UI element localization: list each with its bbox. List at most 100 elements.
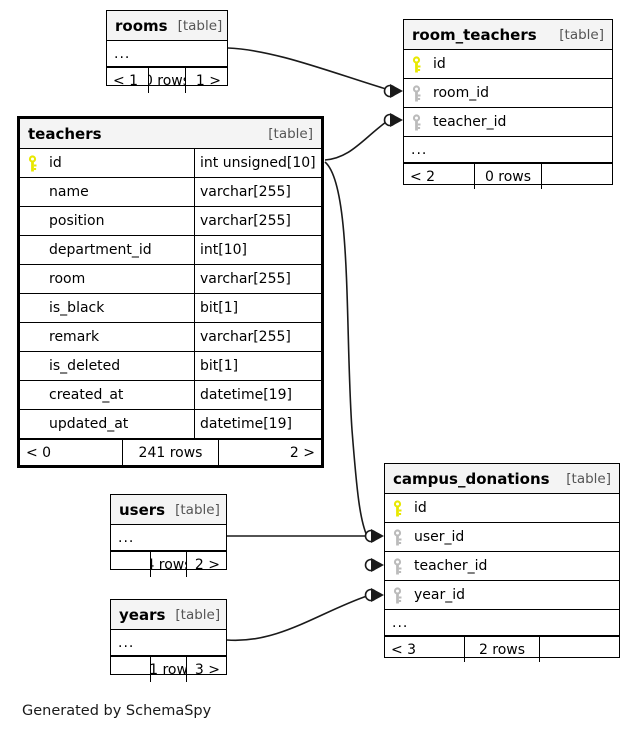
column-type: int unsigned[10] [194, 149, 321, 177]
column-label: department_id [49, 242, 152, 258]
column-name-cell: id [20, 149, 194, 177]
column-label: updated_at [49, 416, 129, 432]
column-row-teachers-created_at[interactable]: created_at datetime[19] [20, 381, 321, 410]
column-row-teachers-is_black[interactable]: is_black bit[1] [20, 294, 321, 323]
column-label: is_deleted [49, 358, 121, 374]
row-count-room_teachers: 0 rows [474, 164, 542, 189]
column-name-cell: name [20, 178, 194, 206]
column-row-teachers-room[interactable]: room varchar[255] [20, 265, 321, 294]
column-name-cell: room [20, 265, 194, 293]
column-type: varchar[255] [194, 265, 321, 293]
edge-teachers-to-room_teachers [324, 121, 387, 161]
edge-teachers-to-campus_donations [324, 161, 368, 537]
foreign-key-icon [392, 528, 414, 546]
column-type: varchar[255] [194, 323, 321, 351]
next-page-link-teachers[interactable]: 2 > [289, 444, 315, 461]
table-title-users: users [119, 500, 166, 519]
next-page-link-room_teachers[interactable] [542, 164, 612, 189]
column-label: position [49, 213, 105, 229]
more-columns-indicator-users[interactable]: ... [111, 525, 226, 551]
table-header-years: years [table] [111, 600, 226, 630]
column-name-cell: is_deleted [20, 352, 194, 380]
prev-page-link-years[interactable] [111, 657, 150, 682]
prev-page-link-rooms[interactable]: < 1 [113, 72, 139, 89]
table-header-rooms: rooms[table] [107, 11, 227, 41]
table-type-tag-campus_donations: [table] [566, 470, 611, 487]
more-columns-indicator-room_teachers[interactable]: ... [404, 137, 612, 163]
zero-marker-teacher_id-rt [383, 113, 397, 127]
next-page-link-users[interactable]: 2 > [194, 556, 220, 573]
column-row-room_teachers-teacher_id[interactable]: teacher_id [404, 108, 612, 137]
column-name-cell: department_id [20, 236, 194, 264]
column-label: id [433, 56, 446, 72]
column-row-campus_donations-id[interactable]: id [385, 494, 619, 523]
primary-key-icon [27, 154, 49, 172]
zero-marker-year_id [364, 588, 378, 602]
zero-marker-room_id [383, 84, 397, 98]
table-rooms[interactable]: rooms[table]...< 10 rows1 > [106, 10, 228, 93]
column-type: int[10] [194, 236, 321, 264]
prev-page-link-room_teachers[interactable]: < 2 [410, 168, 436, 185]
column-label: room [49, 271, 86, 287]
column-row-campus_donations-user_id[interactable]: user_id [385, 523, 619, 552]
column-name-cell: user_id [385, 523, 619, 551]
column-name-cell: created_at [20, 381, 194, 409]
table-type-tag-room_teachers: [table] [559, 26, 604, 43]
table-type-tag-years: [table] [175, 606, 221, 623]
prev-page-link-teachers[interactable]: < 0 [26, 444, 52, 461]
more-columns-indicator-rooms[interactable]: ... [107, 41, 227, 67]
more-columns-indicator-years[interactable]: ... [111, 630, 226, 656]
column-name-cell: id [385, 494, 619, 522]
column-row-teachers-is_deleted[interactable]: is_deleted bit[1] [20, 352, 321, 381]
table-title-campus_donations: campus_donations [393, 469, 550, 488]
column-type: varchar[255] [194, 178, 321, 206]
column-row-teachers-department_id[interactable]: department_id int[10] [20, 236, 321, 265]
prev-page-link-campus_donations[interactable]: < 3 [391, 641, 417, 658]
more-columns-indicator-campus_donations[interactable]: ... [385, 610, 619, 636]
column-type: datetime[19] [194, 381, 321, 409]
table-title-years: years [119, 605, 166, 624]
crowsfoot-year_id [371, 588, 384, 602]
column-label: teacher_id [433, 114, 507, 130]
column-name-cell: room_id [404, 79, 612, 107]
table-header-users: users[table] [111, 495, 226, 525]
column-row-room_teachers-id[interactable]: id [404, 50, 612, 79]
column-name-cell: updated_at [20, 410, 194, 438]
column-label: created_at [49, 387, 124, 403]
column-row-campus_donations-teacher_id[interactable]: teacher_id [385, 552, 619, 581]
column-name-cell: teacher_id [385, 552, 619, 580]
next-page-link-years[interactable]: 3 > [194, 661, 220, 678]
column-label: is_black [49, 300, 105, 316]
table-header-campus_donations: campus_donations [table] [385, 464, 619, 494]
prev-page-link-users[interactable] [111, 552, 150, 577]
primary-key-icon [411, 55, 433, 73]
column-name-cell: id [404, 50, 612, 78]
column-name-cell: teacher_id [404, 108, 612, 136]
table-footer-room_teachers: < 2 0 rows [404, 163, 612, 189]
table-footer-rooms: < 10 rows1 > [107, 67, 227, 93]
table-type-tag-rooms: [table] [177, 17, 223, 34]
zero-marker-teacher_id-cd [364, 558, 378, 572]
next-page-link-rooms[interactable]: 1 > [195, 72, 221, 89]
column-type: bit[1] [194, 352, 321, 380]
column-row-room_teachers-room_id[interactable]: room_id [404, 79, 612, 108]
table-title-teachers: teachers [28, 124, 102, 143]
edge-rooms-to-room_teachers [227, 47, 387, 90]
next-page-link-campus_donations[interactable] [540, 637, 619, 662]
edge-years-to-campus_donations [226, 595, 368, 642]
column-row-campus_donations-year_id[interactable]: year_id [385, 581, 619, 610]
column-type: bit[1] [194, 294, 321, 322]
